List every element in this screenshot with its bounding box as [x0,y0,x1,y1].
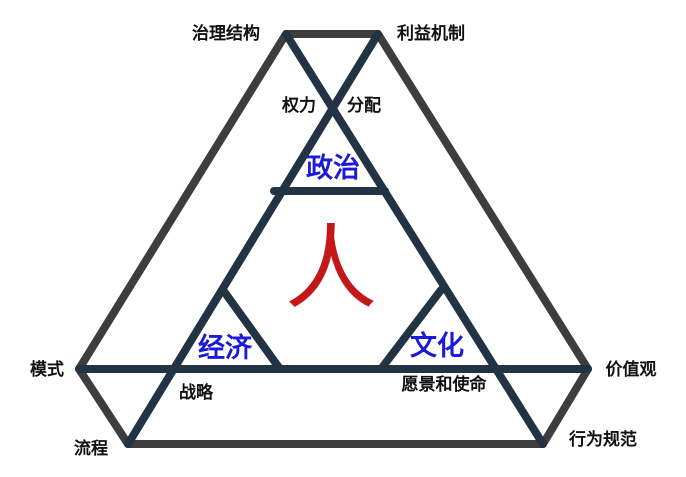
label-power: 权力 [281,95,316,116]
label-strategy: 战略 [179,382,214,403]
label-mode: 模式 [30,359,64,380]
label-behavior-norms: 行为规范 [568,429,637,450]
label-values: 价值观 [606,359,657,380]
label-vision-mission: 愿景和使命 [402,374,488,395]
sector-politics-label: 政治 [306,153,360,184]
line-right-outer [124,30,382,448]
line-economy-bar [219,286,284,373]
sector-culture-label: 文化 [410,330,464,362]
label-governance-structure: 治理结构 [192,23,260,44]
center-person-text: 人 [285,215,377,322]
label-process: 流程 [74,438,108,459]
sector-economy-label: 经济 [198,332,253,364]
label-interest-mechanism: 利益机制 [397,23,465,44]
line-culture-bar [377,286,445,373]
label-distribution: 分配 [347,96,381,116]
line-left-outer [282,30,547,448]
